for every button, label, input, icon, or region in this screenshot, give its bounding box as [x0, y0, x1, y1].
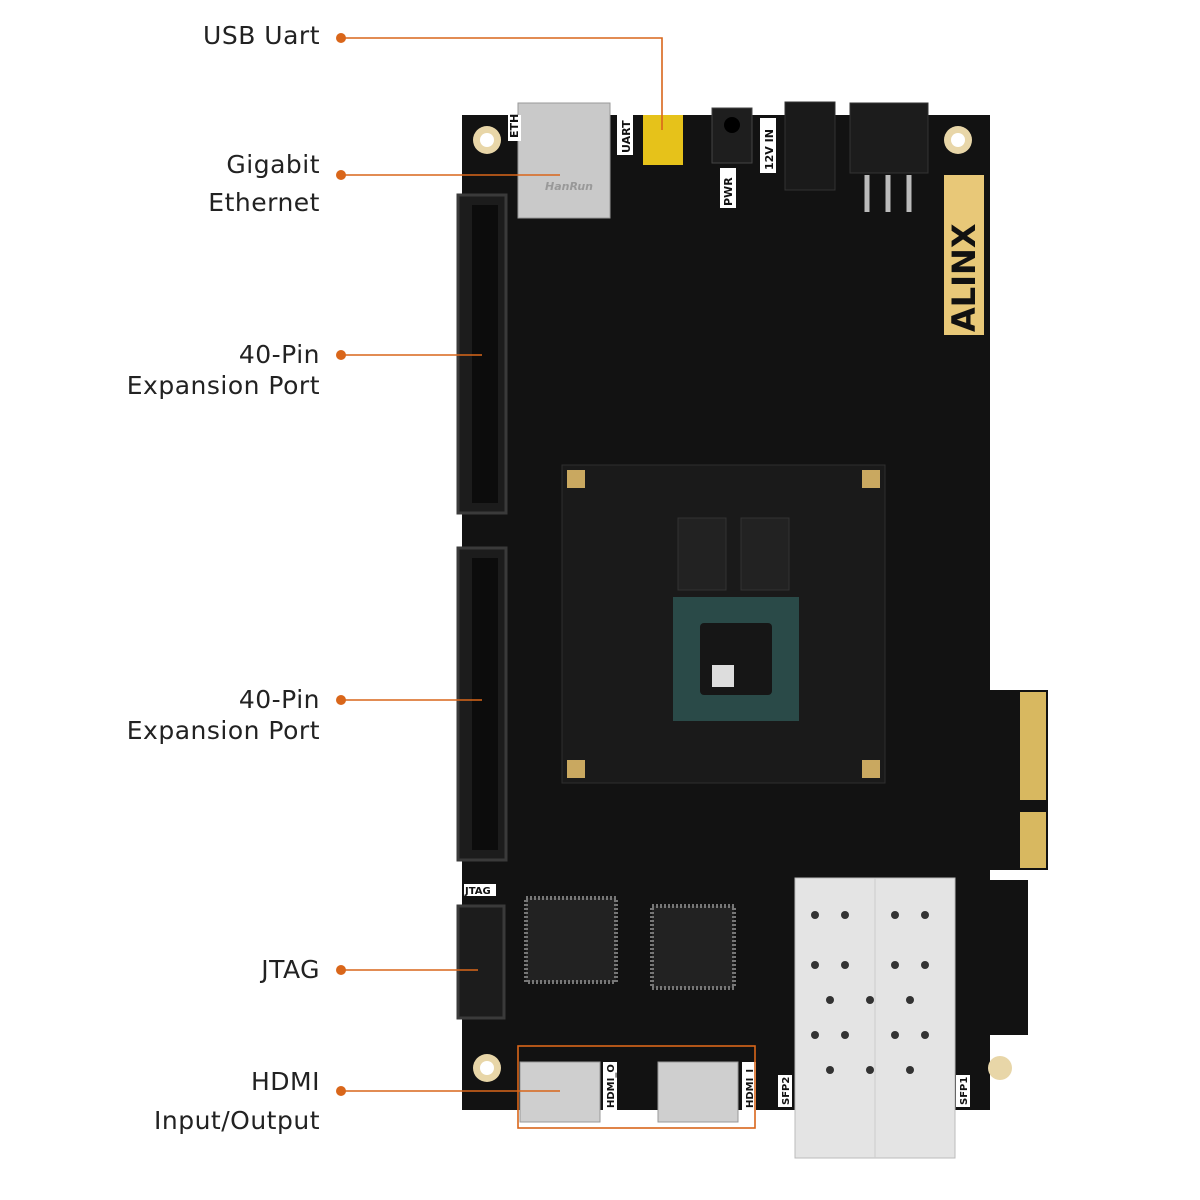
callout-text: Expansion Port [126, 371, 320, 400]
callout-text: Expansion Port [126, 716, 320, 745]
silk-sfp2: SFP2 [781, 1077, 792, 1105]
ddr-chip [677, 517, 727, 591]
pcb-board: HanRun ETH UART 12V IN PWR ALINX JTAG [456, 101, 1048, 1159]
usb-connector [643, 115, 683, 165]
reset-button [711, 107, 753, 164]
ethernet-connector [517, 102, 611, 219]
jtag-header [456, 904, 506, 1020]
silk-hdmi-out: HDMI_O [606, 1064, 617, 1108]
callout-text: Input/Output [154, 1106, 320, 1135]
hdmi-highlight-box [517, 1045, 756, 1129]
callout-expansion-port-2: 40-Pin Expansion Port [127, 684, 320, 746]
sfp-vents [811, 911, 929, 1074]
callout-hdmi: HDMI Input/Output [154, 1062, 320, 1140]
callout-lines [341, 37, 756, 1129]
callout-text: JTAG [261, 955, 320, 984]
hdmi-out-connector [519, 1061, 601, 1123]
hdmi-chip [650, 904, 736, 990]
power-switch [849, 102, 929, 174]
silk-jtag: JTAG [464, 886, 491, 897]
callout-jtag: JTAG [261, 954, 320, 985]
callout-text: 40-Pin [238, 685, 320, 714]
silk-pwr: PWR [722, 177, 735, 206]
callout-text: 40-Pin [238, 340, 320, 369]
hdmi-in-connector [657, 1061, 739, 1123]
silk-hdmi-in: HDMI_I [745, 1069, 756, 1108]
expansion-header-2 [456, 546, 508, 862]
core-module [561, 464, 886, 784]
callout-expansion-port-1: 40-Pin Expansion Port [127, 339, 320, 401]
rj45-brand: HanRun [545, 180, 593, 193]
silk-12v-in: 12V IN [763, 129, 776, 170]
sfp-cage [794, 877, 956, 1159]
power-jack [784, 101, 836, 191]
mounting-holes [473, 126, 1012, 1082]
lattice-chip [524, 896, 618, 984]
callout-usb-uart: USB Uart [203, 20, 320, 51]
callout-text: Ethernet [208, 188, 320, 217]
silk-eth: ETH [508, 114, 521, 138]
alinx-logo: ALINX [945, 223, 983, 332]
silk-sfp1: SFP1 [959, 1077, 970, 1105]
silk-uart: UART [620, 120, 633, 153]
callout-dots [336, 33, 346, 1096]
callout-text: Gigabit [226, 150, 320, 179]
callout-text: HDMI [251, 1067, 320, 1096]
callout-line-usb-uart [341, 37, 663, 130]
callout-text: USB Uart [203, 21, 320, 50]
ddr-chip [740, 517, 790, 591]
callout-gigabit-ethernet: Gigabit Ethernet [208, 146, 320, 222]
pcie-edge-connector [1020, 692, 1046, 868]
expansion-header-1 [456, 193, 508, 515]
